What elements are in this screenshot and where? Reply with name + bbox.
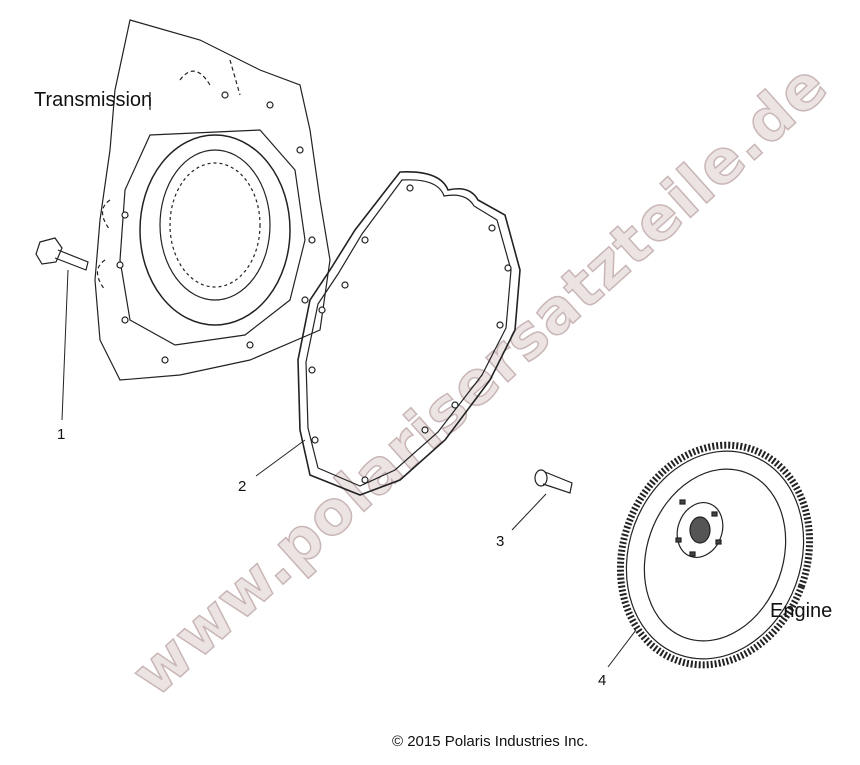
callout-4: 4	[598, 672, 607, 689]
leader-lines	[61, 269, 637, 668]
label-transmission: Transmission	[34, 89, 153, 111]
callout-3: 3	[496, 533, 505, 550]
gasket	[297, 171, 521, 496]
label-engine: Engine	[770, 600, 833, 622]
transmission-housing	[94, 19, 331, 381]
bolt-3	[534, 469, 573, 494]
callout-2: 2	[238, 478, 247, 495]
flywheel	[616, 441, 814, 669]
callout-1: 1	[57, 426, 66, 443]
copyright: © 2015 Polaris Industries Inc.	[392, 733, 589, 750]
bolt-1	[35, 237, 89, 271]
